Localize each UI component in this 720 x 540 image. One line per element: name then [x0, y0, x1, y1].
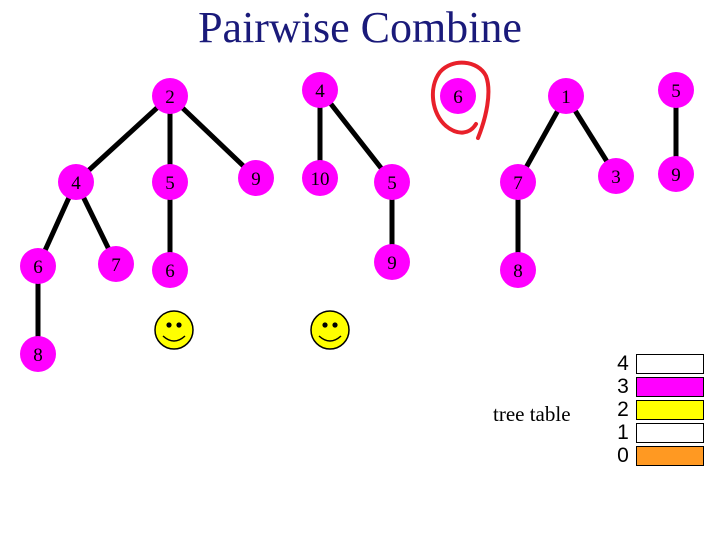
node-t1-a: 4 [58, 164, 94, 200]
node-label: 5 [387, 173, 397, 194]
tree-edges [35, 88, 679, 354]
node-circle [548, 78, 584, 114]
node-circle [20, 336, 56, 372]
node-t5-a: 9 [658, 156, 694, 192]
node-circle [658, 156, 694, 192]
node-label: 9 [671, 165, 681, 186]
node-circle [374, 244, 410, 280]
node-label: 4 [315, 81, 325, 102]
node-t1-c: 9 [238, 160, 274, 196]
node-circle [58, 164, 94, 200]
node-circle [598, 158, 634, 194]
node-label: 8 [33, 345, 43, 366]
node-circle [238, 160, 274, 196]
node-t1-b: 5 [152, 164, 188, 200]
node-t1-ab: 7 [98, 246, 134, 282]
tree-table-cell [636, 446, 704, 466]
tree-table-cell [636, 377, 704, 397]
node-label: 1 [561, 87, 571, 108]
tree-table-cell [636, 400, 704, 420]
smiley-face-icon [154, 310, 194, 350]
node-t1-aa: 6 [20, 248, 56, 284]
tree-table-index: 3 [617, 375, 629, 398]
edge-t2-root-t2-b [318, 88, 394, 184]
node-circle [20, 248, 56, 284]
node-t2-root: 4 [302, 72, 338, 108]
tree-table-label: tree table [493, 402, 571, 426]
tree-nodes: 2 4 5 9 6 7 6 8 4 10 5 9 6 1 7 3 8 5 9 [20, 72, 694, 372]
node-label: 6 [165, 261, 175, 282]
node-label: 4 [71, 173, 81, 194]
node-circle [152, 164, 188, 200]
tree-table-index: 1 [617, 421, 629, 444]
node-t1-ba: 6 [152, 252, 188, 288]
node-t4-aa: 8 [500, 252, 536, 288]
node-label: 9 [387, 253, 397, 274]
edge-t1-root-t1-a [74, 94, 172, 184]
node-label: 5 [671, 81, 681, 102]
tree-table-index: 2 [617, 398, 629, 421]
tree-table-cell [636, 354, 704, 374]
node-t2-a: 10 [302, 160, 338, 196]
highlight-circle-scribble [430, 60, 491, 140]
node-t4-b: 3 [598, 158, 634, 194]
tree-table-index: 0 [617, 444, 629, 467]
node-t2-b: 5 [374, 164, 410, 200]
node-label: 8 [513, 261, 523, 282]
node-circle [302, 72, 338, 108]
node-label: 10 [311, 169, 330, 190]
node-label: 5 [165, 173, 175, 194]
page-title: Pairwise Combine [198, 3, 522, 52]
node-t3-root: 6 [440, 78, 476, 114]
node-circle [658, 72, 694, 108]
node-t4-root: 1 [548, 78, 584, 114]
node-t5-root: 5 [658, 72, 694, 108]
tree-table-index: 4 [617, 352, 629, 375]
node-circle [152, 252, 188, 288]
node-t4-a: 7 [500, 164, 536, 200]
node-label: 9 [251, 169, 261, 190]
annotations [154, 60, 491, 350]
edge-t1-root-t1-c [168, 94, 258, 180]
node-t2-ba: 9 [374, 244, 410, 280]
node-label: 7 [513, 173, 523, 194]
node-label: 6 [33, 257, 43, 278]
node-circle [440, 78, 476, 114]
node-label: 3 [611, 167, 621, 188]
node-t1-aaa: 8 [20, 336, 56, 372]
node-label: 2 [165, 87, 175, 108]
node-t1-root: 2 [152, 78, 188, 114]
node-label: 7 [111, 255, 121, 276]
node-circle [500, 164, 536, 200]
node-circle [152, 78, 188, 114]
node-circle [302, 160, 338, 196]
node-circle [500, 252, 536, 288]
node-circle [374, 164, 410, 200]
node-label: 6 [453, 87, 463, 108]
node-circle [98, 246, 134, 282]
tree-table-cell [636, 423, 704, 443]
smiley-face-icon [310, 310, 350, 350]
